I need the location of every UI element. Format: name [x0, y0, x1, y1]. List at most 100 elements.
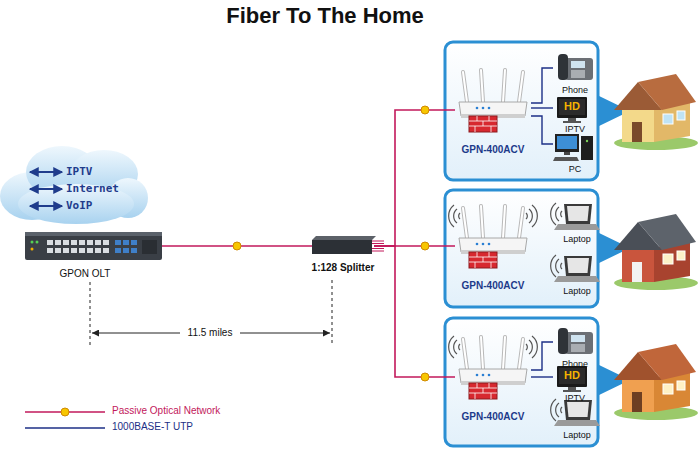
house-illustration [632, 392, 642, 412]
laptop-icon [554, 400, 600, 426]
service-cloud: IPTV InternetVoIP [22, 165, 132, 215]
distance-dimension [90, 282, 91, 345]
home-panel [445, 42, 630, 180]
pc-device: PC [553, 134, 597, 176]
optical-splitter-label: 1:128 Splitter [298, 262, 388, 274]
house-illustration [614, 344, 698, 420]
house-illustration [614, 74, 698, 150]
olt-chassis [36, 241, 39, 244]
legend-sample [25, 427, 105, 429]
olt-chassis [142, 240, 157, 254]
olt-chassis [25, 232, 162, 260]
diagram-title: Fiber To The Home [150, 3, 500, 29]
wireless-waves [551, 399, 562, 421]
house-illustration [677, 251, 685, 260]
iptv-device-label: HD [557, 100, 587, 113]
iptv-device: HDIPTV [553, 97, 597, 137]
service-cloud [30, 188, 62, 190]
wireless-waves [526, 205, 537, 227]
house-illustration [663, 114, 673, 124]
laptop-device-label: Laptop [549, 234, 605, 245]
tv-icon [557, 366, 587, 392]
legend-marker [61, 408, 69, 416]
fiber-marker [421, 106, 429, 114]
phone-icon [558, 54, 593, 80]
olt-chassis [25, 232, 162, 260]
utp-link [531, 68, 553, 103]
utp-link [531, 107, 553, 108]
pc-device-label: PC [547, 164, 603, 175]
service-cloud-label: Internet [66, 182, 132, 195]
pc-icon [553, 134, 593, 161]
onu-router-label: GPN-400ACV [448, 411, 538, 423]
onu-router: GPN-400ACV [455, 337, 531, 423]
olt-device-label: GPON OLT [25, 268, 145, 280]
iptv-device-label: HD [557, 369, 587, 382]
wireless-waves [551, 255, 562, 277]
laptop-device: Laptop [550, 254, 604, 300]
olt-device: GPON OLT [25, 232, 162, 280]
service-cloud [30, 205, 62, 207]
onu-router: GPN-400ACV [455, 206, 531, 292]
iptv-device: HDIPTV [553, 366, 597, 406]
service-cloud [30, 171, 62, 173]
splitter-body [312, 236, 376, 240]
laptop-device: Laptop [550, 202, 604, 248]
house-illustration [622, 248, 654, 282]
house-illustration [632, 122, 642, 142]
phone-device-label: Phone [547, 85, 603, 96]
laptop-device-label: Laptop [549, 430, 605, 441]
phone-device-label: Phone [547, 359, 603, 370]
onu-router-label: GPN-400ACV [448, 280, 538, 292]
onu-router: GPN-400ACV [455, 70, 531, 156]
olt-chassis [46, 239, 110, 255]
iptv-device-label: IPTV [547, 124, 603, 135]
service-cloud-label: VoIP [66, 199, 132, 212]
house-illustration [638, 74, 696, 110]
distance-dimension [332, 280, 333, 345]
laptop-device-label: Laptop [549, 286, 605, 297]
distance-dimension [90, 280, 332, 345]
optical-splitter: 1:128 Splitter [312, 236, 374, 276]
laptop-device: Laptop [550, 398, 604, 444]
router-icon [459, 70, 527, 132]
house-illustration [632, 262, 642, 282]
fiber-link [374, 110, 455, 246]
house-illustration [638, 214, 696, 250]
service-cloud [0, 146, 148, 224]
fiber-marker [421, 242, 429, 250]
home-panel [445, 318, 630, 446]
router-icon [459, 206, 527, 268]
house-illustration [622, 108, 654, 142]
fiber-marker [421, 373, 429, 381]
olt-chassis [31, 248, 34, 251]
utp-link [531, 342, 553, 370]
wireless-waves [449, 205, 460, 227]
house-illustration [663, 254, 673, 264]
wireless-waves [449, 336, 460, 358]
router-icon [459, 337, 527, 399]
laptop-icon [554, 204, 600, 230]
phone-icon [558, 328, 593, 354]
olt-chassis [31, 241, 34, 244]
home-panel [445, 190, 630, 307]
house-illustration [677, 111, 685, 120]
splitter-body [312, 236, 384, 254]
house-illustration [638, 344, 696, 380]
house-illustration [614, 214, 698, 290]
house-illustration [622, 378, 654, 412]
tv-icon [557, 97, 587, 123]
olt-chassis [114, 239, 138, 255]
service-cloud-label: IPTV [66, 165, 132, 178]
splitter-body [312, 240, 372, 254]
home-panel [445, 318, 598, 446]
utp-link [531, 376, 553, 377]
legend [25, 408, 105, 428]
